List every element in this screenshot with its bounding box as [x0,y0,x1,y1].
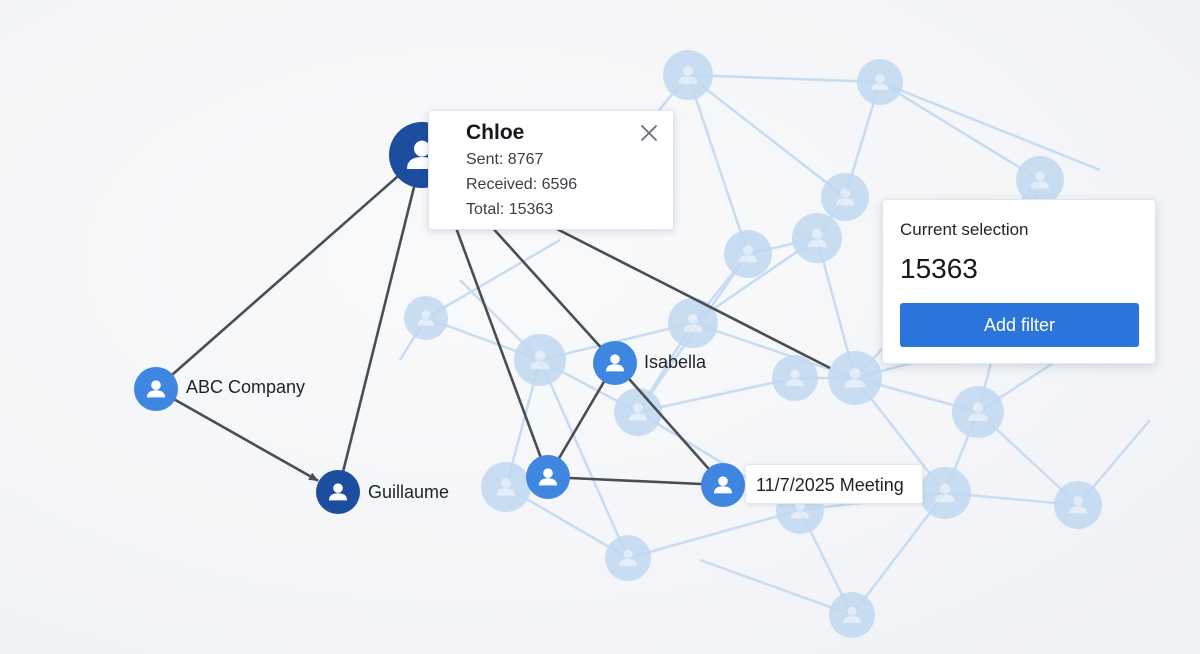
faded-node[interactable] [919,467,971,519]
meeting-label-text: 11/7/2025 Meeting [756,475,904,495]
node-guillaume[interactable] [316,470,360,514]
connection-edge [489,224,616,364]
faded-node[interactable] [828,351,882,405]
faded-node[interactable] [668,298,718,348]
faded-node[interactable] [1054,481,1102,529]
connection-edge [547,475,724,487]
faded-edge [692,321,856,380]
connection-edge [554,226,831,370]
faded-edge [879,80,1041,182]
tooltip-total: Total: 15363 [466,201,554,218]
node-isabella[interactable] [593,341,637,385]
faded-node[interactable] [1016,156,1064,204]
node-meeting[interactable] [701,463,745,507]
connection-edge [453,224,550,478]
highlighted-edges [155,154,831,493]
faded-node[interactable] [614,388,662,436]
connection-edge [546,362,617,478]
faded-edge [538,359,630,559]
connection-edge [155,387,319,482]
tooltip-sent: Sent: 8767 [466,151,544,168]
selection-value: 15363 [900,253,978,284]
faded-edge [425,238,561,320]
background-nodes [404,50,1102,638]
node-label-meeting: 11/7/2025 Meeting [745,464,923,504]
faded-edge [687,73,881,84]
faded-edge [686,74,750,255]
faded-node[interactable] [952,386,1004,438]
add-filter-button[interactable]: Add filter [900,303,1139,347]
faded-edge [699,558,853,617]
faded-edge [687,74,846,198]
faded-node[interactable] [404,296,448,340]
faded-node[interactable] [514,334,566,386]
faded-node[interactable] [821,173,869,221]
faded-node[interactable] [792,213,842,263]
connection-edge [336,154,424,493]
faded-edge [637,376,796,414]
connection-edge [614,362,724,486]
close-icon[interactable] [639,123,659,143]
node-label-abc-company: ABC Company [186,377,306,397]
faded-node[interactable] [663,50,713,100]
faded-node[interactable] [724,230,772,278]
node-label-guillaume: Guillaume [368,482,450,502]
node-tooltip: Chloe Sent: 8767 Received: 6596 Total: 1… [428,110,674,230]
current-selection-panel: Current selection 15363 Add filter [882,199,1156,364]
faded-node[interactable] [605,535,651,581]
node-abc-company[interactable] [134,367,178,411]
node-label-isabella: Isabella [644,352,707,372]
faded-node[interactable] [481,462,531,512]
tooltip-received: Received: 6596 [466,176,578,193]
faded-node[interactable] [829,592,875,638]
connection-edge [155,154,423,390]
tooltip-title: Chloe [466,121,525,144]
faded-edge [627,508,801,560]
faded-node[interactable] [772,355,818,401]
faded-node[interactable] [857,59,903,105]
faded-edge [879,80,1101,172]
node-unnamed[interactable] [526,455,570,499]
selection-title: Current selection [900,220,1029,239]
